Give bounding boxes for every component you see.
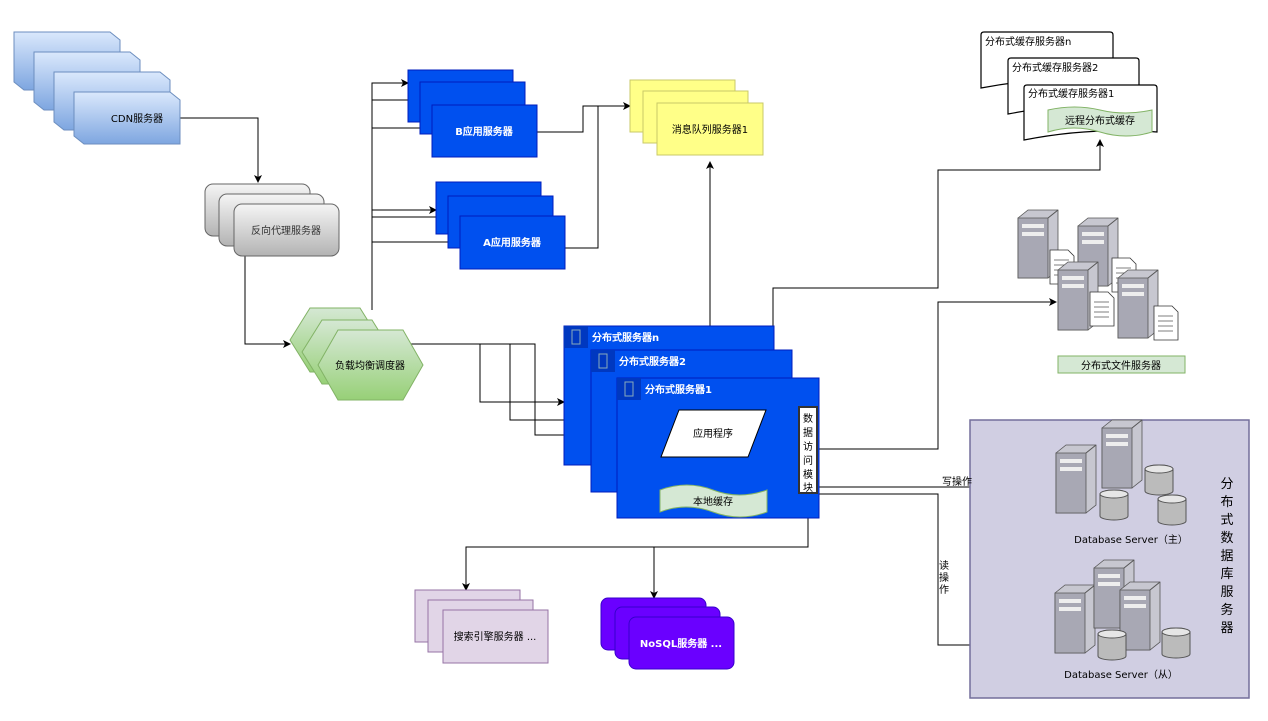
database-disk-icon bbox=[1097, 629, 1127, 661]
app-program-shape[interactable] bbox=[660, 409, 767, 458]
svg-text:块: 块 bbox=[803, 482, 813, 494]
read-operation-label: 读 操 作 bbox=[939, 559, 949, 596]
remote-cache-label: 远程分布式缓存 bbox=[1065, 114, 1135, 127]
svg-text:布: 布 bbox=[1220, 495, 1233, 510]
app-program-label: 应用程序 bbox=[693, 427, 733, 440]
distributed-server-1-title: 分布式服务器1 bbox=[645, 383, 712, 396]
database-master-label: Database Server（主） bbox=[1074, 534, 1188, 546]
load-balancer-label: 负载均衡调度器 bbox=[335, 359, 405, 372]
database-disk-icon bbox=[1161, 627, 1191, 659]
app-server-b-label: B应用服务器 bbox=[455, 125, 514, 138]
svg-text:库: 库 bbox=[1220, 566, 1233, 582]
svg-text:数: 数 bbox=[803, 412, 813, 425]
reverse-proxy-stack[interactable]: 反向代理服务器 bbox=[204, 183, 340, 257]
svg-text:操: 操 bbox=[939, 571, 949, 584]
database-disk-icon bbox=[1157, 494, 1187, 526]
server-icon bbox=[1055, 444, 1097, 514]
distributed-server-2-title: 分布式服务器2 bbox=[619, 355, 686, 368]
svg-text:据: 据 bbox=[1220, 549, 1233, 564]
database-group[interactable]: 分 布 式 数 据 库 服 务 器 Database Server（主） Dat… bbox=[969, 419, 1250, 699]
cache-server-stack[interactable]: 分布式缓存服务器n 分布式缓存服务器2 分布式缓存服务器1 远程分布式缓存 bbox=[980, 31, 1158, 141]
svg-text:务: 务 bbox=[1220, 602, 1233, 618]
connectors bbox=[180, 79, 1104, 649]
server-icon bbox=[1101, 419, 1143, 489]
cache-2-label: 分布式缓存服务器2 bbox=[1012, 61, 1098, 74]
document-icon bbox=[1153, 305, 1179, 341]
svg-text:读: 读 bbox=[939, 559, 949, 572]
svg-text:模: 模 bbox=[803, 469, 813, 481]
cache-n-label: 分布式缓存服务器n bbox=[985, 35, 1071, 48]
distributed-server-1[interactable]: 分布式服务器1 应用程序 本地缓存 数 据 访 问 模 块 bbox=[616, 377, 820, 519]
search-engine-stack[interactable]: 搜索引擎服务器 ... bbox=[414, 589, 549, 664]
svg-text:作: 作 bbox=[939, 584, 949, 596]
file-server-group[interactable]: 分布式文件服务器 bbox=[1017, 209, 1186, 374]
server-icon bbox=[598, 353, 608, 369]
load-balancer-stack[interactable]: 负载均衡调度器 bbox=[289, 307, 424, 401]
remote-cache-shape bbox=[1047, 106, 1153, 137]
database-disk-icon bbox=[1099, 489, 1129, 521]
document-icon bbox=[1089, 291, 1115, 327]
svg-text:器: 器 bbox=[1220, 621, 1233, 636]
app-server-b-stack[interactable]: B应用服务器 bbox=[407, 69, 538, 158]
nosql-label: NoSQL服务器 ... bbox=[640, 637, 722, 650]
data-access-module[interactable] bbox=[798, 406, 818, 494]
server-icon bbox=[1054, 584, 1096, 654]
app-server-a-label: A应用服务器 bbox=[483, 236, 542, 249]
app-server-a-stack[interactable]: A应用服务器 bbox=[435, 181, 566, 270]
data-access-label: 数 据 访 问 模 块 bbox=[803, 412, 813, 494]
server-icon bbox=[624, 381, 634, 397]
database-group-label: 分 布 式 数 据 库 服 务 器 bbox=[1220, 477, 1233, 636]
svg-text:数: 数 bbox=[1220, 531, 1233, 546]
server-icon bbox=[1117, 269, 1159, 339]
cdn-server-stack[interactable]: CDN服务器 bbox=[13, 31, 181, 145]
database-master[interactable]: Database Server（主） bbox=[1055, 419, 1188, 546]
server-icon bbox=[571, 329, 581, 345]
svg-text:问: 问 bbox=[803, 454, 813, 467]
nosql-stack[interactable]: NoSQL服务器 ... bbox=[600, 597, 735, 670]
distributed-server-stack[interactable]: 分布式服务器n 分布式服务器2 分布式服务器1 应用程序 本地缓存 数 据 访 … bbox=[563, 325, 820, 519]
message-queue-label: 消息队列服务器1 bbox=[672, 123, 748, 136]
write-operation-label: 写操作 bbox=[942, 475, 972, 488]
local-cache-label: 本地缓存 bbox=[693, 495, 733, 508]
local-cache-shape[interactable] bbox=[659, 484, 768, 518]
svg-text:服: 服 bbox=[1220, 585, 1233, 600]
reverse-proxy-label: 反向代理服务器 bbox=[251, 224, 321, 237]
cdn-label: CDN服务器 bbox=[111, 112, 163, 125]
database-disk-icon bbox=[1144, 464, 1174, 496]
file-server-label: 分布式文件服务器 bbox=[1081, 359, 1161, 372]
cache-1-label: 分布式缓存服务器1 bbox=[1028, 87, 1114, 100]
svg-text:访: 访 bbox=[803, 441, 813, 453]
svg-text:式: 式 bbox=[1220, 513, 1233, 528]
search-engine-label: 搜索引擎服务器 ... bbox=[454, 630, 537, 643]
svg-text:分: 分 bbox=[1220, 477, 1233, 492]
svg-text:据: 据 bbox=[803, 426, 813, 439]
distributed-server-n-title: 分布式服务器n bbox=[592, 331, 659, 344]
database-slave-label: Database Server（从） bbox=[1064, 669, 1178, 681]
message-queue-stack[interactable]: 消息队列服务器1 bbox=[629, 79, 764, 156]
database-slave[interactable]: Database Server（从） bbox=[1054, 559, 1191, 681]
